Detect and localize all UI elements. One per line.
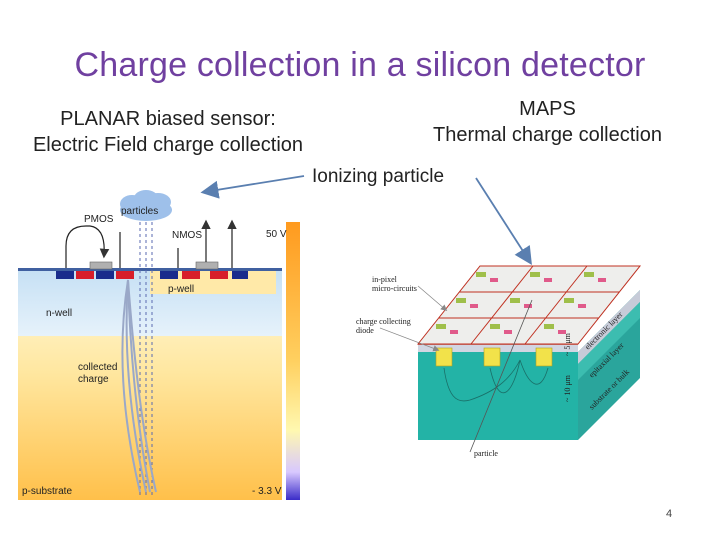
ionizing-arrow-left (200, 175, 305, 199)
ionizing-particle-label: Ionizing particle (312, 166, 445, 187)
pmos-connection (65, 225, 110, 268)
sensor-surface (18, 268, 282, 271)
p-well-label: p-well (168, 284, 194, 295)
maps-micro-circuits (436, 272, 594, 329)
diode-label-line2: diode (356, 326, 374, 335)
depth-label-2: ~ 10 μm (563, 374, 572, 402)
maps-diodes (435, 347, 553, 367)
n-well-label: n-well (46, 308, 72, 319)
implants (56, 261, 248, 279)
planar-sensor-diagram: PMOS particles NMOS 50 V p-well n-well c… (18, 190, 300, 500)
particles-label: particles (121, 206, 158, 217)
collected-label-line2: charge (78, 374, 109, 385)
top-voltage-label: 50 V (266, 229, 287, 240)
maps-caption: MAPS Thermal charge collection (415, 96, 680, 148)
voltage-scale-bar (286, 222, 300, 500)
maps-particle-track (469, 299, 533, 453)
planar-caption-line1: PLANAR biased sensor: (60, 108, 276, 130)
pmos-label: PMOS (84, 214, 114, 225)
maps-diagram: in-pixel micro-circuits charge collectin… (356, 265, 642, 458)
planar-caption: PLANAR biased sensor: Electric Field cha… (18, 106, 318, 158)
nmos-label: NMOS (172, 230, 202, 241)
maps-circuit-details (450, 278, 606, 334)
inpixel-label-line1: in-pixel (372, 275, 398, 284)
maps-pixel-grid (416, 265, 642, 345)
maps-diffusion-paths (443, 359, 549, 402)
bottom-voltage-label: - 3.3 V (252, 486, 282, 497)
diode-label-line1: charge collecting (356, 317, 411, 326)
p-substrate-label: p-substrate (22, 486, 72, 497)
ionizing-arrow-right (475, 177, 532, 266)
maps-caption-line1: MAPS (519, 98, 576, 120)
page-number: 4 (666, 508, 673, 520)
particle-label: particle (474, 449, 498, 458)
inpixel-label-line2: micro-circuits (372, 284, 417, 293)
slide-title: Charge collection in a silicon detector (74, 46, 646, 84)
maps-caption-line2: Thermal charge collection (433, 124, 662, 146)
depth-label-1: ~ 5 μm (563, 332, 572, 356)
collected-label-line1: collected (78, 362, 117, 373)
particle-tracks (139, 222, 153, 496)
planar-caption-line2: Electric Field charge collection (32, 134, 304, 156)
particles-cloud (120, 190, 172, 221)
charge-drift-lines (121, 279, 157, 493)
